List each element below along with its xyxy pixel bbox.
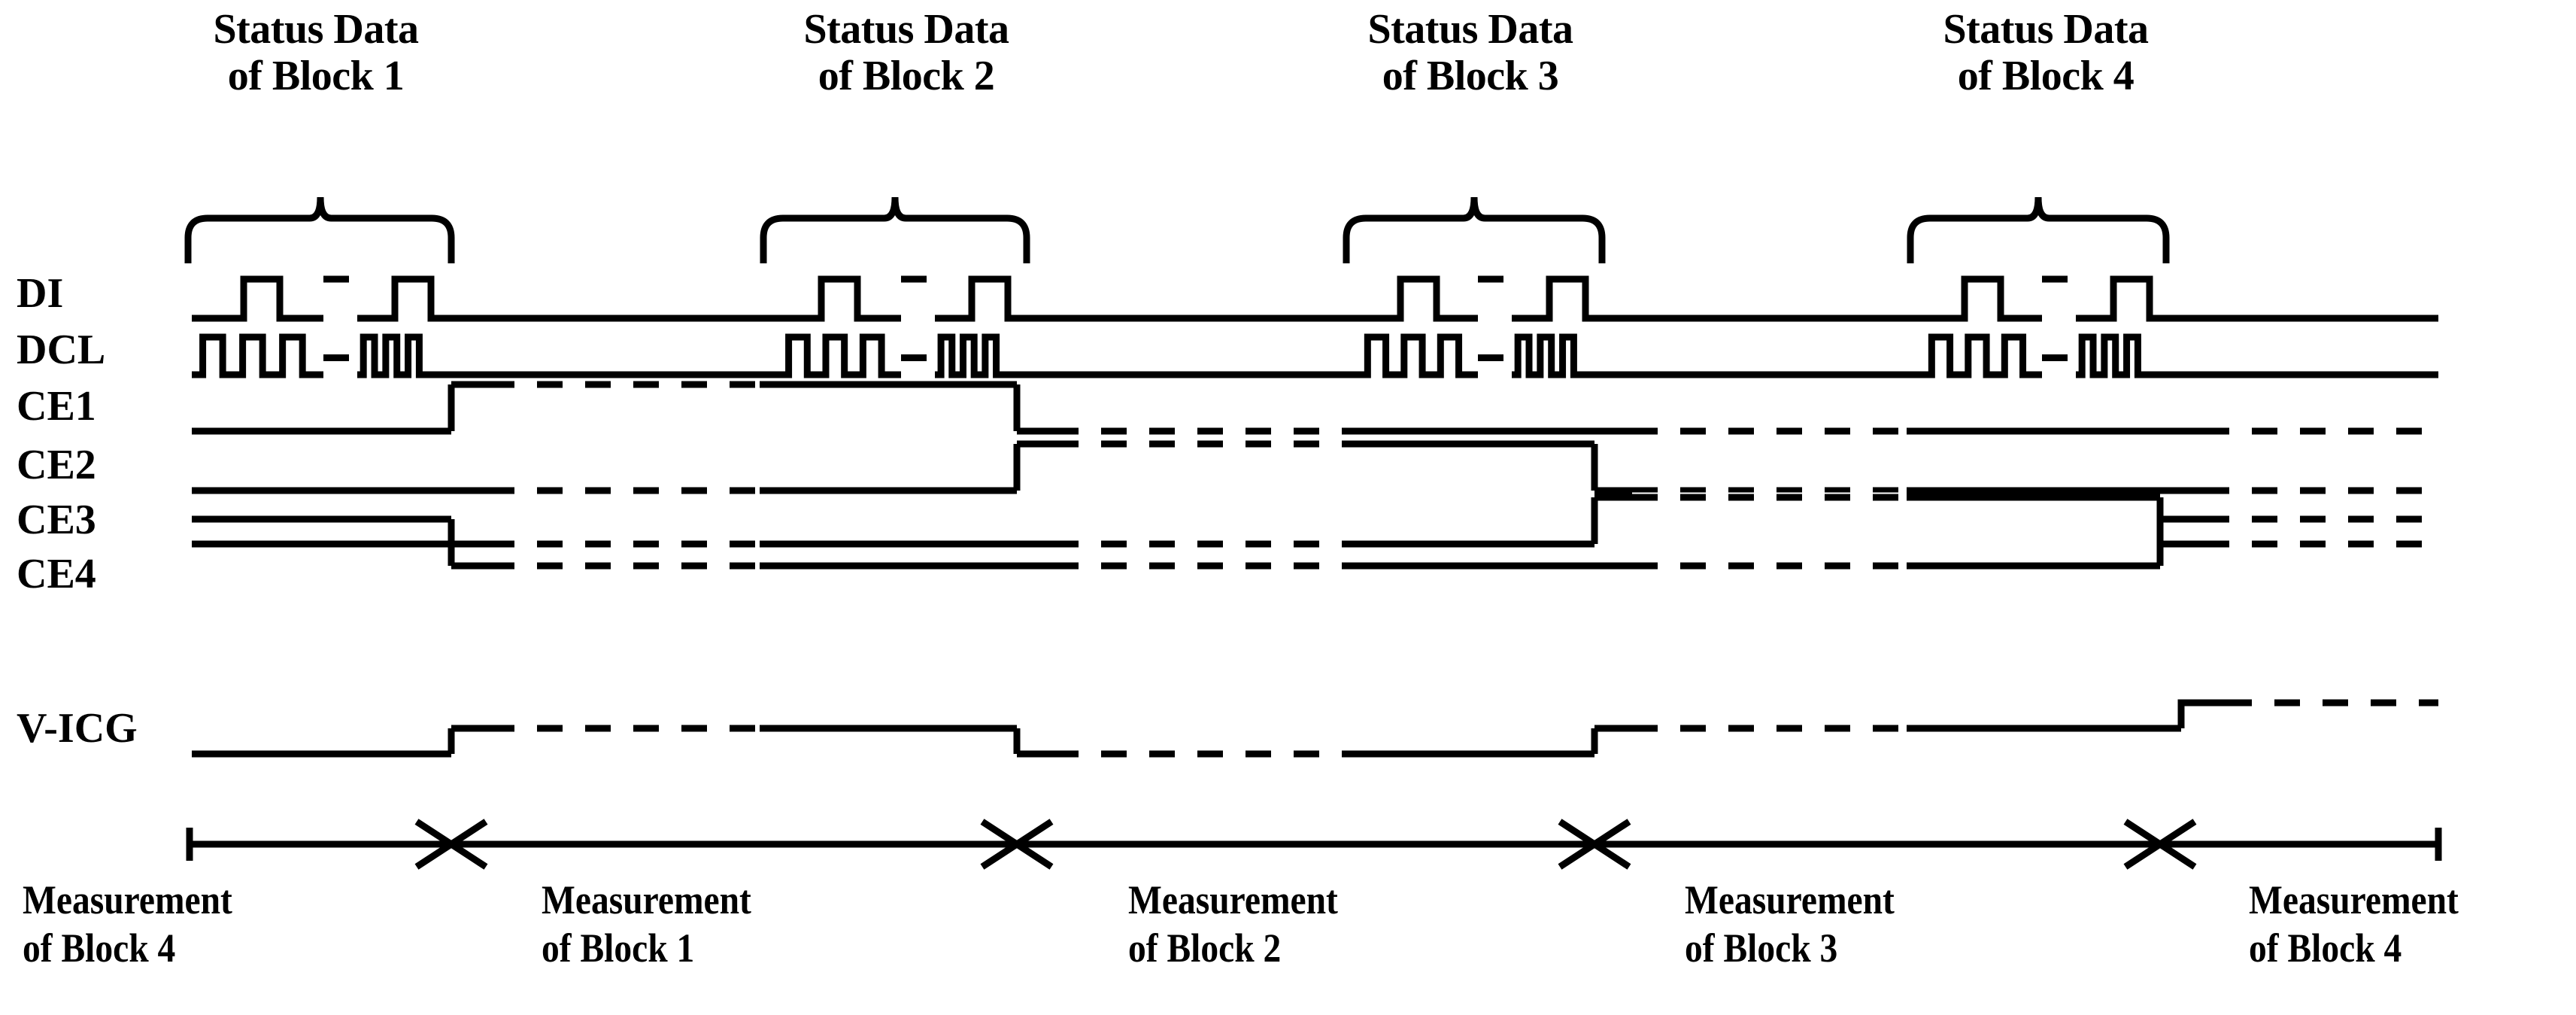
dcl-burst-4-a — [1922, 333, 2042, 378]
di-pulse-group-3-a — [1358, 275, 1478, 322]
signal-label-vicg: V-ICG — [17, 705, 138, 752]
di-pulse-group-2-a — [778, 275, 901, 322]
signal-label-ce2: CE2 — [17, 442, 96, 488]
brace-block-3 — [1343, 196, 1606, 263]
di-pulse-group-4-a — [1922, 275, 2042, 322]
status-data-title-3: Status Data of Block 3 — [1367, 6, 1573, 99]
measurement-label-0: Measurement of Block 4 — [23, 877, 232, 971]
measurement-label-4: Measurement of Block 4 — [2249, 877, 2459, 971]
dcl-burst-1-a — [192, 333, 323, 378]
dcl-burst-1-b — [357, 333, 431, 378]
dcl-burst-3-a — [1358, 333, 1478, 378]
signal-label-di: DI — [17, 270, 64, 317]
signal-label-ce3: CE3 — [17, 497, 96, 543]
di-pulse-group-1-a — [192, 275, 323, 322]
timeline-arrow-left-1 — [445, 819, 488, 870]
di-pulse-group-3-b — [1512, 275, 1922, 322]
dcl-burst-4-b — [2076, 333, 2150, 378]
status-data-title-2: Status Data of Block 2 — [803, 6, 1009, 99]
brace-block-1 — [184, 196, 455, 263]
timeline-arrow-left-4 — [2153, 819, 2197, 870]
di-pulse-group-2-b — [935, 275, 1358, 322]
signal-label-ce4: CE4 — [17, 551, 96, 597]
measurement-label-1: Measurement of Block 1 — [542, 877, 751, 971]
measurement-label-3: Measurement of Block 3 — [1685, 877, 1895, 971]
timeline-arrow-left-3 — [1588, 819, 1631, 870]
dcl-burst-2-b — [935, 333, 1008, 378]
status-data-title-4: Status Data of Block 4 — [1943, 6, 2149, 99]
measurement-label-2: Measurement of Block 2 — [1128, 877, 1338, 971]
timeline-arrow-left-2 — [1010, 819, 1054, 870]
dcl-burst-2-a — [778, 333, 901, 378]
status-data-title-1: Status Data of Block 1 — [213, 6, 419, 99]
dcl-burst-3-b — [1512, 333, 1585, 378]
signal-label-dcl: DCL — [17, 327, 106, 373]
brace-block-4 — [1907, 196, 2170, 263]
di-pulse-group-1-b — [357, 275, 778, 322]
di-pulse-group-4-b — [2076, 275, 2438, 322]
signal-label-ce1: CE1 — [17, 383, 96, 430]
brace-block-2 — [760, 196, 1030, 263]
